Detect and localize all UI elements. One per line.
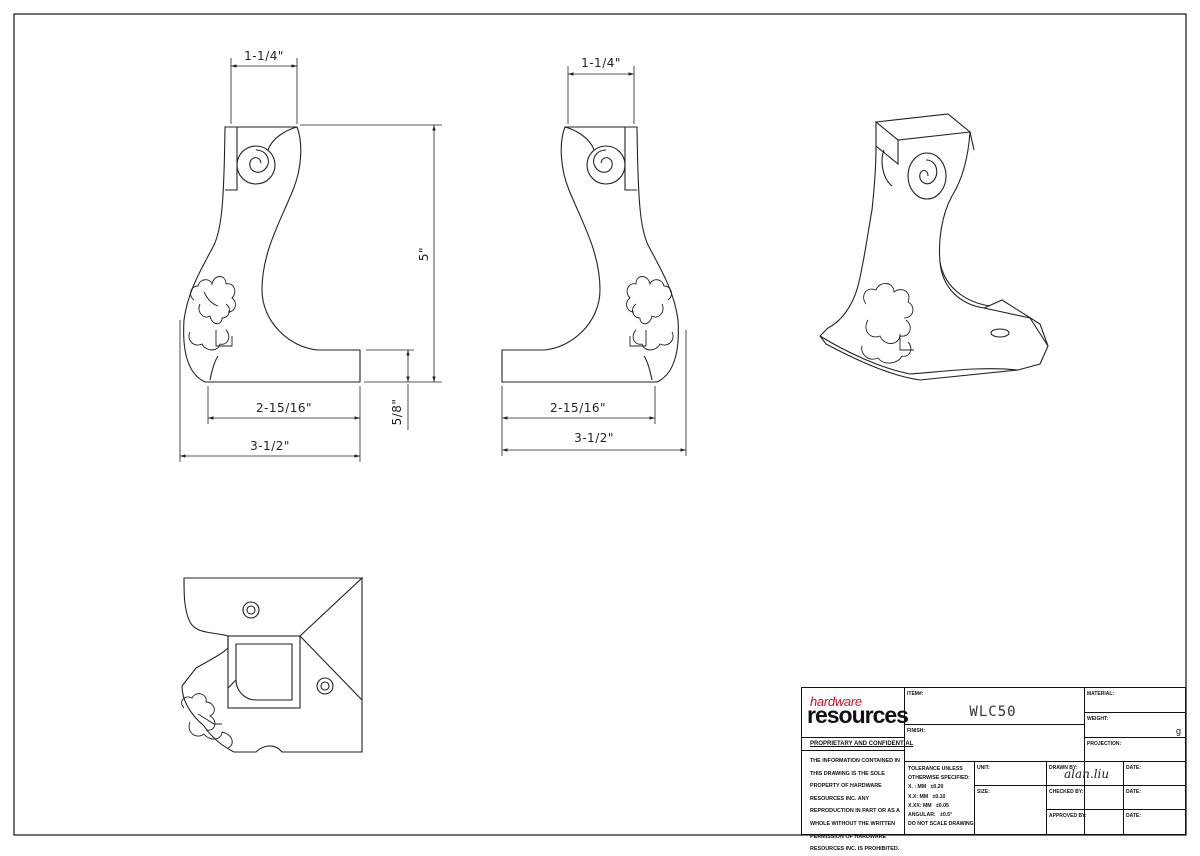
proprietary-title: PROPRIETARY AND CONFIDENTIAL bbox=[810, 741, 914, 747]
finish-label: FINISH: bbox=[907, 728, 926, 734]
date-label-approved: DATE: bbox=[1126, 813, 1141, 819]
item-number: WLC50 bbox=[969, 704, 1017, 720]
logo-hardware: hardware bbox=[810, 694, 862, 709]
front-view bbox=[183, 126, 361, 383]
iso-leaf-ornament bbox=[861, 283, 914, 364]
side-top-width-label: 1-1/4" bbox=[581, 56, 621, 70]
weight-unit: g bbox=[1176, 726, 1182, 736]
size-label: SIZE: bbox=[977, 789, 990, 795]
item-label: ITEM#: bbox=[907, 691, 924, 697]
proprietary-text: THE INFORMATION CONTAINED IN THIS DRAWIN… bbox=[810, 758, 900, 853]
front-base-overall-label: 3-1/2" bbox=[250, 439, 290, 453]
front-leaf-ornament bbox=[188, 276, 236, 351]
front-dimensions bbox=[179, 58, 442, 462]
title-block: hardware resources PROPRIETARY AND CONFI… bbox=[801, 687, 1186, 852]
drawn-by-signature: alan.liu bbox=[1064, 767, 1110, 781]
side-leaf-ornament bbox=[626, 276, 674, 351]
logo-resources: resources bbox=[807, 702, 909, 728]
front-base-inner-label: 2-15/16" bbox=[256, 401, 312, 415]
front-top-width-label: 1-1/4" bbox=[244, 49, 284, 63]
approved-by-label: APPROVED BY: bbox=[1049, 813, 1087, 819]
unit-label: UNIT: bbox=[977, 765, 990, 771]
side-view bbox=[501, 126, 679, 383]
front-base-height-label: 5/8" bbox=[390, 399, 404, 426]
material-label: MATERIAL: bbox=[1087, 691, 1115, 697]
projection-label: PROJECTION: bbox=[1087, 741, 1122, 747]
side-base-inner-label: 2-15/16" bbox=[550, 401, 606, 415]
drawn-by-cell: DRAWN BY: alan.liu bbox=[1046, 761, 1123, 785]
tolerance-text: TOLERANCE UNLESS OTHERWISE SPECIFIED: X.… bbox=[908, 766, 974, 828]
side-base-overall-label: 3-1/2" bbox=[574, 431, 614, 445]
sheet-border bbox=[13, 13, 1187, 836]
item-number-cell: WLC50 bbox=[904, 688, 1084, 724]
date-label-drawn: DATE: bbox=[1126, 765, 1141, 771]
date-label-checked: DATE: bbox=[1126, 789, 1141, 795]
side-dimensions bbox=[501, 66, 687, 456]
isometric-view bbox=[819, 113, 1049, 381]
top-view bbox=[181, 577, 364, 753]
checked-by-label: CHECKED BY: bbox=[1049, 789, 1084, 795]
drawn-by-label: DRAWN BY: bbox=[1049, 765, 1078, 771]
top-leaf-ornament bbox=[181, 693, 233, 749]
front-height-label: 5" bbox=[417, 247, 431, 261]
weight-label: WEIGHT: bbox=[1087, 716, 1109, 722]
